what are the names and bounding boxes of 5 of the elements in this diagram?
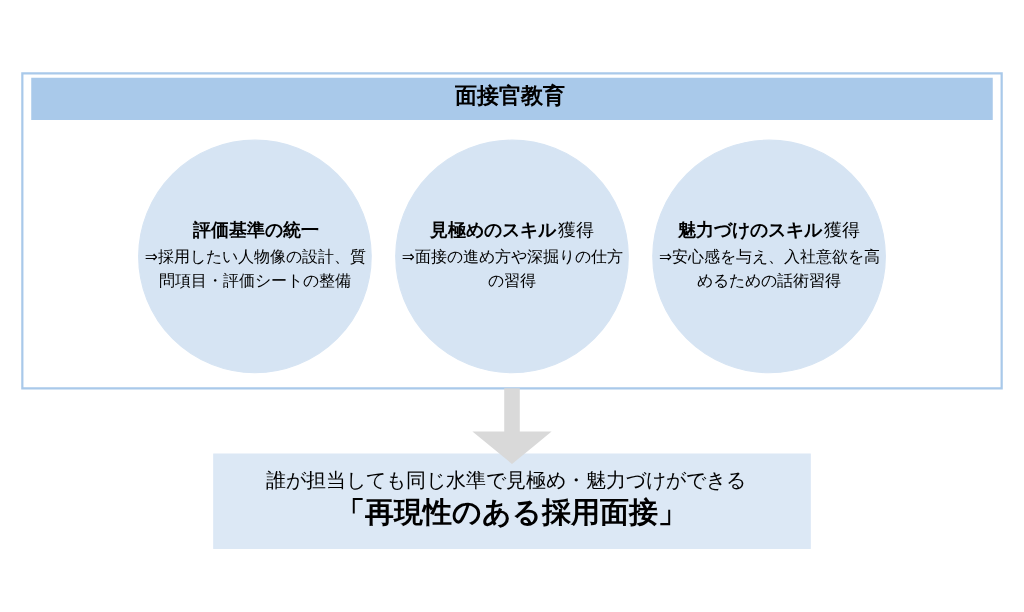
node-circle: 見極めのスキル獲得 ⇒面接の進め方や深掘りの仕方の習得 bbox=[395, 139, 629, 373]
node-circle: 評価基準の統一 ⇒採用したい人物像の設計、質問項目・評価シートの整備 bbox=[138, 139, 372, 373]
node-circle: 魅力づけのスキル獲得 ⇒安心感を与え、入社意欲を高めるための話術習得 bbox=[652, 139, 886, 373]
node-box: 誰が担当しても同じ水準で見極め・魅力づけができる 「再現性のある採用面接」 bbox=[213, 452, 811, 549]
arrow bbox=[472, 387, 552, 464]
